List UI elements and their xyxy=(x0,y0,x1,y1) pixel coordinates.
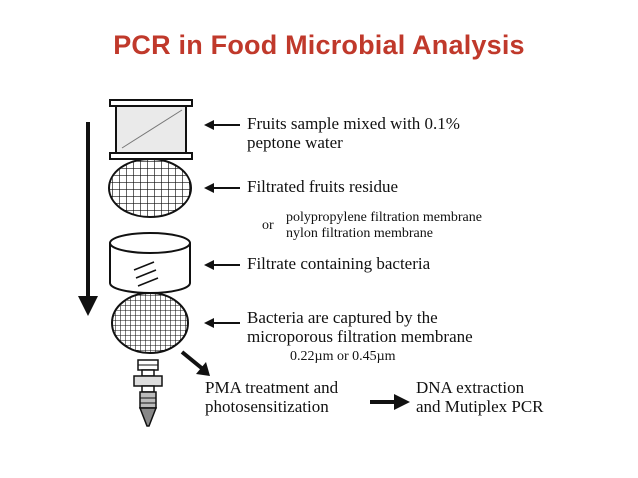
membrane-option-polypropylene: polypropylene filtration membrane xyxy=(286,210,482,225)
membrane-or-label: or xyxy=(262,218,274,233)
dna-label-line2: and Mutiplex PCR xyxy=(416,397,544,416)
captured-label-line2: microporous filtration membrane xyxy=(247,327,473,346)
pma-label-line2: photosensitization xyxy=(205,397,329,416)
syringe-filter-icon xyxy=(133,359,163,427)
pma-label-line1: PMA treatment and xyxy=(205,378,339,397)
flow-arrow-down xyxy=(78,122,98,316)
to-dna-arrow xyxy=(370,394,410,410)
page-title: PCR in Food Microbial Analysis xyxy=(113,30,525,60)
membrane-option-nylon: nylon filtration membrane xyxy=(286,226,433,241)
filtrate-cylinder-icon xyxy=(109,232,191,294)
sample-container-icon xyxy=(109,99,193,160)
dna-label-line1: DNA extraction xyxy=(416,378,525,397)
filtrate-label: Filtrate containing bacteria xyxy=(247,254,431,273)
filter-membrane-icon xyxy=(108,158,192,218)
diagonal-arrow xyxy=(180,350,210,376)
pore-size-label: 0.22µm or 0.45µm xyxy=(290,349,396,364)
residue-label: Filtrated fruits residue xyxy=(247,177,398,196)
capture-membrane-icon xyxy=(111,292,189,354)
sample-label-line1: Fruits sample mixed with 0.1% xyxy=(247,114,460,133)
sample-label-line2: peptone water xyxy=(247,133,343,152)
captured-label-line1: Bacteria are captured by the xyxy=(247,308,438,327)
